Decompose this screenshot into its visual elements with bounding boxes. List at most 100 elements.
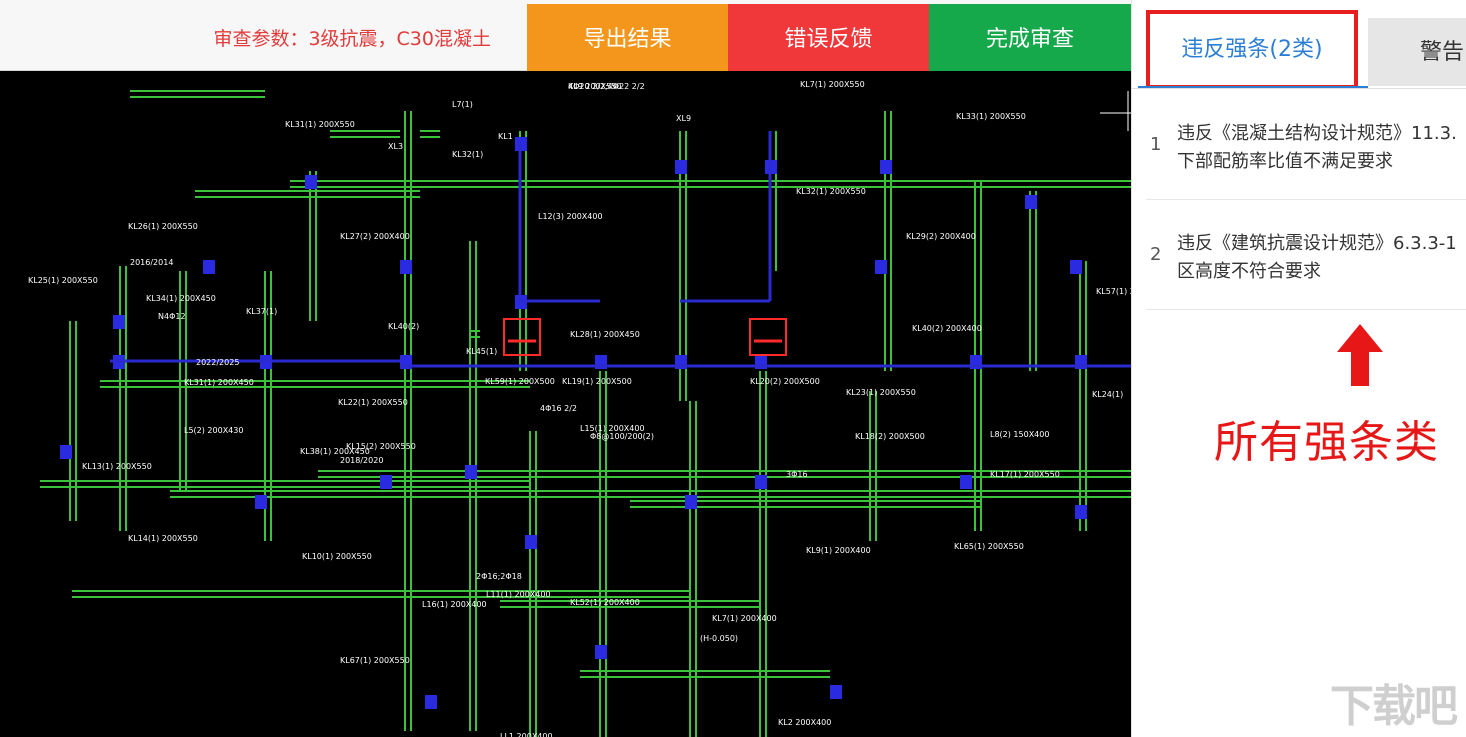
drawing-label: L15(1) 200X400 [580, 424, 645, 433]
drawing-label: KL24(1) [1092, 390, 1123, 399]
tab-mandatory-violations[interactable]: 违反强条(2类) [1146, 10, 1358, 89]
drawing-label: KL17(1) 200X550 [990, 470, 1060, 479]
drawing-label: KL13(1) 200X550 [82, 462, 152, 471]
review-parameters-label: 审查参数：3级抗震，C30混凝土 [213, 28, 491, 50]
drawing-label: KL29(2) 200X400 [906, 232, 976, 241]
column-block [755, 475, 767, 489]
column-block [675, 160, 687, 174]
column-block [1070, 260, 1082, 274]
drawing-label: KL67(1) 200X550 [340, 656, 410, 665]
column-block [685, 495, 697, 509]
error-highlight-box [749, 318, 787, 356]
column-block [830, 685, 842, 699]
drawing-label: 2Φ16;2Φ18 [476, 572, 522, 581]
drawing-label: KL40(2) 200X400 [912, 324, 982, 333]
column-block [305, 175, 317, 189]
drawing-label: KL33(1) 200X550 [956, 112, 1026, 121]
drawing-label: KL9(1) 200X400 [806, 546, 871, 555]
drawing-label: KL34(1) 200X450 [146, 294, 216, 303]
drawing-label: KL25(1) 200X550 [28, 276, 98, 285]
drawing-label: N4Φ12 [158, 312, 186, 321]
drawing-label: L16(1) 200X400 [422, 600, 487, 609]
column-block [203, 260, 215, 274]
drawing-label: KL52(1) 200X400 [570, 598, 640, 607]
drawing-label: 2022/2025 [196, 358, 239, 367]
export-results-button[interactable]: 导出结果 [527, 4, 728, 71]
drawing-label: KL2 200X400 [778, 718, 831, 727]
drawing-label: KL32(1) 200X550 [796, 187, 866, 196]
drawing-label: L12(3) 200X400 [538, 212, 603, 221]
drawing-label: KL65(1) 200X550 [954, 542, 1024, 551]
annotation-text: 所有强条类 [1214, 417, 1439, 468]
drawing-label: KL10(1) 200X550 [302, 552, 372, 561]
drawing-label: 4Φ16 2/2 [540, 404, 577, 413]
column-block [875, 260, 887, 274]
drawing-label: KL38(1) 200X450 [300, 447, 370, 456]
list-item[interactable]: 2 违反《建筑抗震设计规范》6.3.3-1 区高度不符合要求 [1146, 200, 1466, 310]
drawing-label: Φ8@100/200(2) [590, 432, 654, 441]
list-item[interactable]: 1 违反《混凝土结构设计规范》11.3. 下部配筋率比值不满足要求 [1146, 90, 1466, 200]
drawing-label: KL20(2) 200X500 [750, 377, 820, 386]
drawing-label: 2018/2020 [340, 456, 383, 465]
column-block [255, 495, 267, 509]
drawing-label: KL37(1) [246, 307, 277, 316]
drawing-label: 4Φ20 2/2;4Φ22 2/2 [568, 82, 645, 91]
issue-number: 1 [1150, 134, 1162, 155]
column-block [1075, 505, 1087, 519]
column-block [525, 535, 537, 549]
drawing-label: KL32(1) [452, 150, 483, 159]
drawing-label: KL9 200X550 [568, 82, 621, 91]
drawing-label: KL22(1) 200X550 [338, 398, 408, 407]
column-block [380, 475, 392, 489]
drawing-label: KL18(2) 200X500 [855, 432, 925, 441]
review-results-panel: 违反强条(2类) 警告 1 违反《混凝土结构设计规范》11.3. 下部配筋率比值… [1131, 0, 1466, 737]
drawing-label: KL23(1) 200X550 [846, 388, 916, 397]
tab-warnings[interactable]: 警告 [1368, 18, 1466, 86]
drawing-label: KL7(1) 200X550 [800, 80, 865, 89]
drawing-label: L7(1) [452, 100, 473, 109]
toolbar: 审查参数：3级抗震，C30混凝土 导出结果 错误反馈 完成审查 [0, 0, 1131, 71]
drawing-label: 3Φ16 [786, 470, 808, 479]
drawing-label: XL9 [676, 114, 691, 123]
drawing-label: KL1 [498, 132, 513, 141]
drawing-label: KL45(1) [466, 347, 497, 356]
up-arrow-icon [1337, 324, 1383, 386]
column-block [113, 315, 125, 329]
issue-description: 违反《建筑抗震设计规范》6.3.3-1 区高度不符合要求 [1177, 233, 1457, 282]
finish-review-button[interactable]: 完成审查 [929, 4, 1131, 71]
drawing-label: KL15(2) 200X550 [346, 442, 416, 451]
column-block [60, 445, 72, 459]
drawing-label: KL59(1) 200X500 [485, 377, 555, 386]
drawing-label: KL26(1) 200X550 [128, 222, 198, 231]
drawing-label: KL57(1) 200X400 [1096, 287, 1131, 296]
drawing-label: KL7(1) 200X400 [712, 614, 777, 623]
column-block [595, 645, 607, 659]
column-block [880, 160, 892, 174]
issue-number: 2 [1150, 244, 1162, 265]
drawing-label: KL28(1) 200X450 [570, 330, 640, 339]
drawing-label: L8(2) 150X400 [990, 430, 1049, 439]
column-block [465, 465, 477, 479]
column-block [1025, 195, 1037, 209]
drawing-label: KL27(2) 200X400 [340, 232, 410, 241]
drawing-label: L5(2) 200X430 [184, 426, 243, 435]
drawing-label: KL40(2) [388, 322, 419, 331]
active-tab-underline [1138, 86, 1368, 88]
column-block [425, 695, 437, 709]
tabs-divider [1132, 88, 1466, 89]
watermark-text: 下载吧 [1330, 681, 1458, 732]
drawing-label: KL14(1) 200X550 [128, 534, 198, 543]
drawing-label: KL19(1) 200X500 [562, 377, 632, 386]
error-feedback-button[interactable]: 错误反馈 [728, 4, 929, 71]
error-highlight-box [503, 318, 541, 356]
watermark-logo: 下载吧 [1330, 670, 1458, 732]
drawing-label: KL31(1) 200X450 [184, 378, 254, 387]
drawing-label: KL31(1) 200X550 [285, 120, 355, 129]
drawing-label: LL1 200X400 [500, 732, 553, 737]
drawing-label: (H-0.050) [700, 634, 738, 643]
drawing-label: L11(1) 200X400 [486, 590, 551, 599]
drawing-label: XL3 [388, 142, 403, 151]
